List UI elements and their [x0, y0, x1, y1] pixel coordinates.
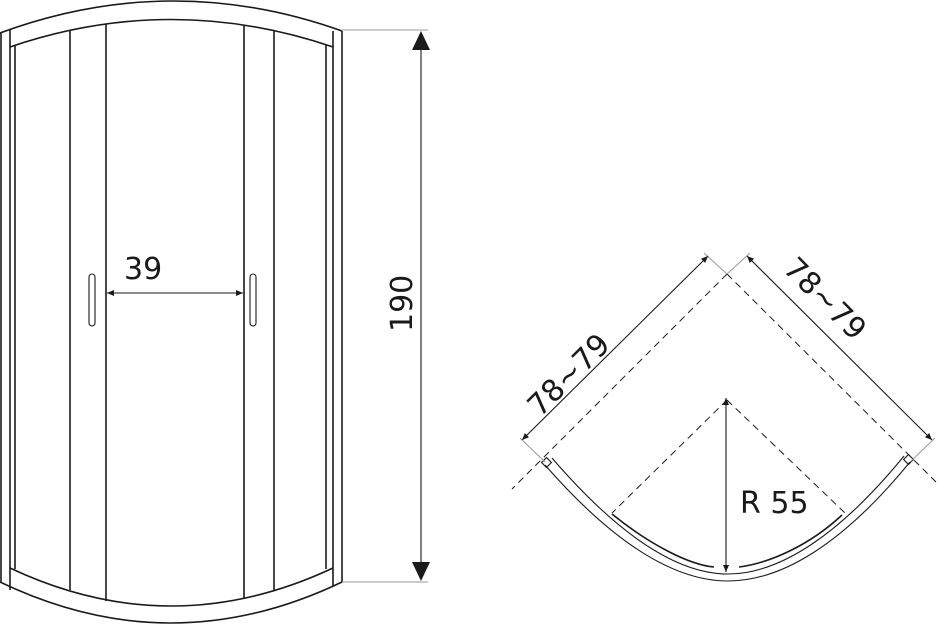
right-dim-extension-bottom — [909, 437, 936, 463]
left-dim-extension-bottom — [519, 437, 546, 463]
height-arrow-down-icon — [412, 562, 430, 581]
left-door-arc — [611, 513, 715, 568]
right-dim-extension-top — [726, 252, 751, 275]
radius-right-dashed — [726, 399, 846, 514]
frame-verticals — [0, 24, 343, 601]
top-inner-arc — [9, 18, 334, 48]
left-door-handle — [88, 273, 96, 327]
door-width-label: 39 — [124, 252, 162, 287]
right-side-dimension-line — [746, 255, 933, 441]
bottom-inner-arc — [9, 567, 334, 607]
bottom-outer-arc — [0, 581, 343, 624]
inner-tray-arc — [551, 455, 905, 575]
left-side-dimension-line — [521, 255, 709, 441]
front-view: 39 190 — [0, 0, 430, 624]
left-side-label: 78~79 — [521, 327, 618, 424]
plan-view: R 55 78~79 78~79 — [511, 251, 937, 582]
right-wall-profile — [902, 453, 915, 466]
right-door-arc — [738, 514, 843, 568]
radius-label: R 55 — [740, 486, 809, 521]
left-wall-profile — [540, 456, 553, 469]
height-arrow-up-icon — [412, 31, 430, 50]
outer-tray-arc — [544, 461, 911, 582]
top-outer-arc — [0, 0, 343, 34]
height-label: 190 — [385, 275, 420, 332]
radius-left-dashed — [611, 399, 728, 514]
right-door-handle — [249, 273, 257, 327]
